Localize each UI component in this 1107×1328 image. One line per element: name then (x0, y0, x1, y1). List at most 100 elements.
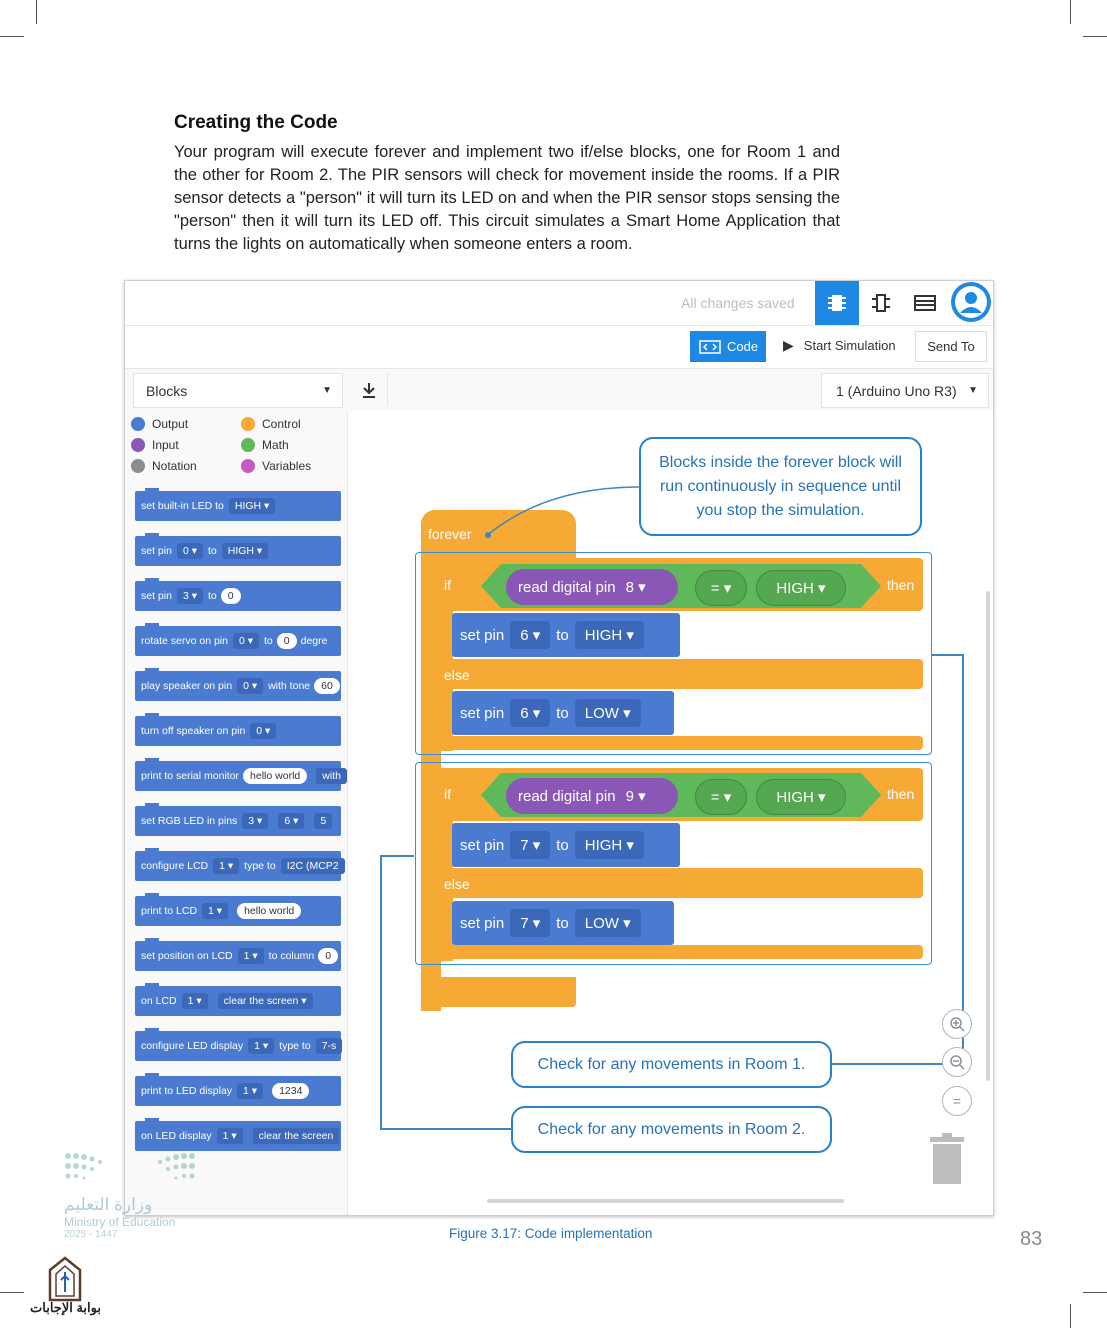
room2-set-pin-high[interactable]: set pin 7 ▾ to HIGH ▾ (452, 823, 680, 867)
room2-high-value[interactable]: HIGH ▾ (756, 779, 846, 815)
block-field[interactable]: 1 ▾ (216, 1128, 243, 1144)
block-field[interactable]: 1 ▾ (237, 1083, 264, 1099)
category-control[interactable]: Control (241, 417, 301, 431)
room1-read-pin-block[interactable]: read digital pin 8 ▾ (506, 569, 678, 605)
category-color-dot (241, 438, 255, 452)
category-label: Input (152, 438, 179, 452)
room2-led-pin[interactable]: 7 ▾ (510, 831, 551, 859)
block-field[interactable]: HIGH ▾ (221, 543, 269, 559)
block-field[interactable]: 5 (314, 813, 333, 829)
portal-emblem-icon (48, 1256, 82, 1302)
low-value[interactable]: LOW ▾ (574, 699, 641, 727)
palette-block[interactable]: print to LCD 1 ▾ hello world (135, 893, 341, 926)
room1-led-pin[interactable]: 6 ▾ (510, 699, 551, 727)
block-field[interactable]: 7-s (315, 1038, 343, 1054)
user-icon (955, 286, 987, 318)
component-list-button[interactable] (903, 281, 947, 325)
block-text: print to LCD (141, 905, 198, 917)
code-icon (699, 339, 721, 354)
category-input[interactable]: Input (131, 438, 179, 452)
room1-else-bar (423, 659, 923, 689)
block-field[interactable]: with (316, 768, 347, 784)
room2-read-pin-block[interactable]: read digital pin 9 ▾ (506, 778, 678, 814)
room1-operator[interactable]: = ▾ (695, 570, 747, 606)
room2-operator[interactable]: = ▾ (695, 779, 747, 815)
block-field[interactable]: clear the screen ▾ (217, 993, 313, 1009)
forever-block[interactable] (421, 510, 576, 560)
code-workspace: forever if then else read digital pin 8 … (348, 411, 993, 1215)
crop-mark (0, 36, 24, 37)
room2-set-pin-low[interactable]: set pin 7 ▾ to LOW ▾ (452, 901, 674, 945)
download-button[interactable] (351, 373, 388, 406)
room1-high-value[interactable]: HIGH ▾ (756, 570, 846, 606)
device-dropdown[interactable]: 1 (Arduino Uno R3) ▼ (821, 373, 989, 408)
send-to-button[interactable]: Send To (915, 331, 987, 362)
category-variables[interactable]: Variables (241, 459, 311, 473)
block-field[interactable]: 0 ▾ (250, 723, 277, 739)
category-output[interactable]: Output (131, 417, 188, 431)
room1-led-pin[interactable]: 6 ▾ (510, 621, 551, 649)
block-field[interactable]: 0 ▾ (232, 633, 259, 649)
start-simulation-button[interactable]: ▶ Start Simulation (773, 331, 905, 360)
block-field[interactable]: 3 ▾ (242, 813, 269, 829)
category-label: Notation (152, 459, 197, 473)
category-color-dot (131, 459, 145, 473)
room1-read-pin-value[interactable]: 8 ▾ (625, 579, 646, 596)
category-notation[interactable]: Notation (131, 459, 197, 473)
room2-led-pin[interactable]: 7 ▾ (510, 909, 551, 937)
block-field[interactable]: 6 ▾ (278, 813, 305, 829)
download-icon (363, 382, 375, 398)
code-button[interactable]: Code (690, 331, 766, 362)
vertical-scrollbar[interactable] (986, 591, 990, 1081)
block-field[interactable]: 0 (318, 948, 339, 964)
high-value[interactable]: HIGH ▾ (574, 621, 644, 649)
block-field[interactable]: hello world (237, 903, 302, 919)
block-field[interactable]: HIGH ▾ (228, 498, 276, 514)
block-field[interactable]: 1 ▾ (248, 1038, 275, 1054)
block-field[interactable]: 1 ▾ (213, 858, 240, 874)
zoom-out-button[interactable] (942, 1047, 972, 1077)
zoom-fit-button[interactable]: = (942, 1086, 972, 1116)
room1-set-pin-low[interactable]: set pin 6 ▾ to LOW ▾ (452, 691, 674, 735)
trash-icon[interactable] (928, 1133, 966, 1185)
block-field[interactable]: 1 ▾ (237, 948, 264, 964)
room2-read-pin-value[interactable]: 9 ▾ (625, 788, 646, 805)
block-field[interactable]: 0 ▾ (237, 678, 264, 694)
block-field[interactable]: 60 (314, 678, 340, 694)
block-field[interactable]: I2C (MCP2 (280, 858, 345, 874)
block-field[interactable]: 0 (220, 588, 241, 604)
block-field[interactable]: hello world (243, 768, 308, 784)
category-math[interactable]: Math (241, 438, 289, 452)
block-field[interactable]: 3 ▾ (176, 588, 203, 604)
block-field[interactable]: 1234 (272, 1083, 310, 1099)
block-field[interactable]: 1 ▾ (202, 903, 229, 919)
block-field[interactable]: 0 ▾ (176, 543, 203, 559)
low-value[interactable]: LOW ▾ (574, 909, 641, 937)
category-color-dot (131, 417, 145, 431)
blocks-dropdown[interactable]: Blocks ▼ (133, 373, 343, 408)
block-field[interactable]: clear the screen (252, 1128, 340, 1144)
high-value[interactable]: HIGH ▾ (574, 831, 644, 859)
schematic-view-button[interactable] (859, 281, 903, 325)
zoom-in-button[interactable] (942, 1009, 972, 1039)
horizontal-scrollbar[interactable] (487, 1199, 844, 1203)
block-field[interactable]: 1 ▾ (181, 993, 208, 1009)
circuit-view-button[interactable] (815, 281, 859, 325)
room1-set-pin-high[interactable]: set pin 6 ▾ to HIGH ▾ (452, 613, 680, 657)
block-field[interactable]: 0 (276, 633, 297, 649)
user-avatar[interactable] (951, 282, 991, 322)
